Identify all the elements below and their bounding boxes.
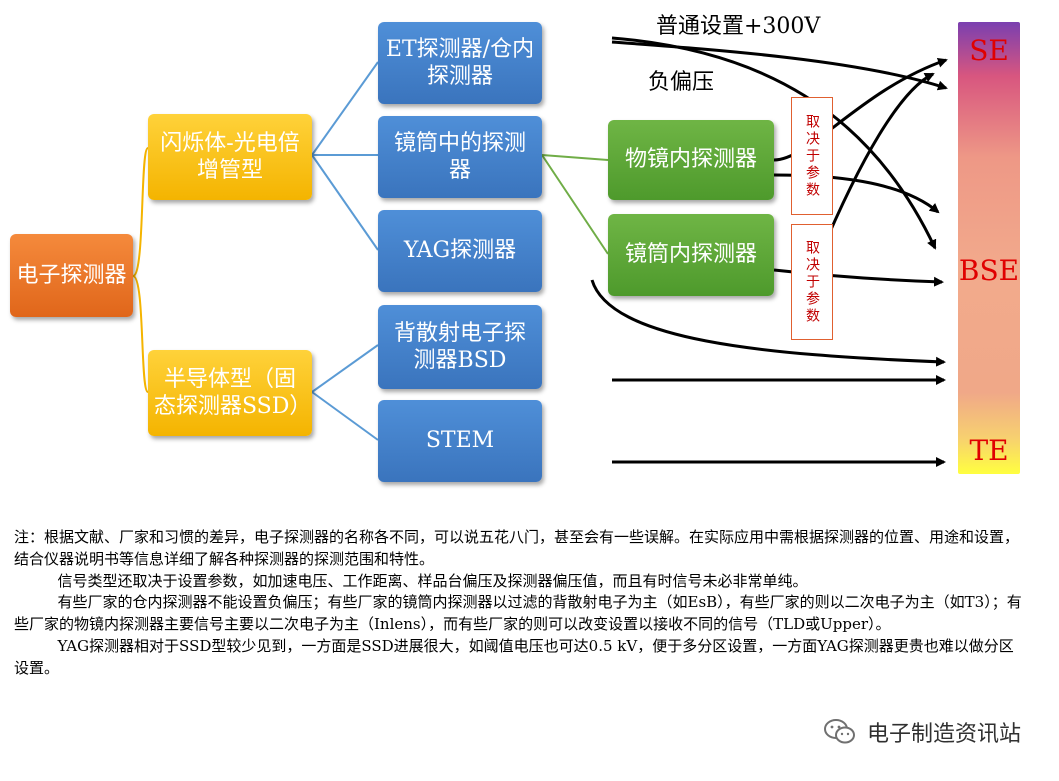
detector-et-label: ET探测器/仓内探测器 — [385, 36, 535, 90]
signal-te-label: TE — [969, 434, 1009, 467]
detector-et: ET探测器/仓内探测器 — [378, 22, 542, 104]
signal-se-label: SE — [969, 34, 1009, 67]
signal-bse-label: BSE — [958, 254, 1020, 287]
detector-stem: STEM — [378, 400, 542, 482]
signal-gradient-bar — [958, 22, 1020, 474]
depends-on-parameters-box-1: 取决于参数 — [791, 97, 833, 215]
footer-watermark: 电子制造资讯站 — [823, 716, 1021, 748]
depends-on-parameters-label-2: 取决于参数 — [804, 239, 820, 325]
arrow-column-to-se — [818, 72, 935, 256]
arrow-negative-bias-to-bse — [611, 36, 937, 250]
detector-bsd: 背散射电子探测器BSD — [378, 305, 542, 389]
arrow-normal-bias-to-se — [611, 40, 948, 91]
note-paragraph-1: 注：根据文献、厂家和习惯的差异，电子探测器的名称各不同，可以说五花八门，甚至会有… — [14, 528, 1020, 568]
note-paragraph-4: YAG探测器相对于SSD型较少见到，一方面是SSD进展很大，如阈值电压也可达0.… — [14, 636, 1014, 677]
note-paragraph-3: 有些厂家的仓内探测器不能设置负偏压；有些厂家的镜筒内探测器以过滤的背散射电子为主… — [14, 593, 1022, 633]
connector-root-semiconductor — [132, 275, 149, 393]
detector-yag-label: YAG探测器 — [403, 238, 517, 264]
arrow-yag-to-bse — [590, 279, 946, 367]
detector-bsd-label: 背散射电子探测器BSD — [393, 320, 526, 374]
category-semiconductor: 半导体型（固态探测器SSD） — [148, 350, 312, 436]
connector-semi-stem — [311, 391, 379, 441]
subdetector-in-column: 镜筒内探测器 — [608, 214, 774, 296]
bias-normal-label: 普通设置+300V — [656, 14, 821, 39]
root-electron-detector: 电子探测器 — [10, 234, 133, 317]
detector-in-column: 镜筒中的探测器 — [378, 116, 542, 198]
category-scintillator: 闪烁体-光电倍增管型 — [148, 114, 312, 200]
connector-semi-bsd — [311, 344, 379, 393]
depends-on-parameters-label-1: 取决于参数 — [804, 113, 820, 199]
root-label: 电子探测器 — [16, 262, 127, 288]
subdetector-in-lens-label: 物镜内探测器 — [624, 147, 757, 173]
note-paragraph-2: 信号类型还取决于设置参数，如加速电压、工作距离、样品台偏压及探测器偏压值，而且有… — [57, 571, 808, 590]
connector-incolumn-column — [541, 154, 609, 255]
connector-scint-et — [311, 61, 379, 156]
category-semiconductor-label: 半导体型（固态探测器SSD） — [154, 366, 312, 420]
connector-root-scintillator — [132, 147, 149, 277]
detector-stem-label: STEM — [425, 428, 495, 454]
category-scintillator-label: 闪烁体-光电倍增管型 — [160, 130, 300, 184]
connector-scint-yag — [311, 154, 379, 251]
detector-yag: YAG探测器 — [378, 210, 542, 292]
arrow-column-to-bse — [773, 268, 944, 287]
footer-label: 电子制造资讯站 — [866, 722, 1021, 747]
bias-negative-label: 负偏压 — [648, 70, 715, 95]
depends-on-parameters-box-2: 取决于参数 — [791, 224, 833, 340]
arrow-inlens-to-se — [773, 57, 948, 162]
detector-in-column-label: 镜筒中的探测器 — [393, 130, 526, 184]
subdetector-in-column-label: 镜筒内探测器 — [624, 242, 757, 268]
wechat-icon — [823, 719, 855, 744]
subdetector-in-lens: 物镜内探测器 — [608, 120, 774, 200]
notes-section: 注：根据文献、厂家和习惯的差异，电子探测器的名称各不同，可以说五花八门，甚至会有… — [14, 527, 1026, 679]
connector-incolumn-inlens — [541, 154, 609, 161]
